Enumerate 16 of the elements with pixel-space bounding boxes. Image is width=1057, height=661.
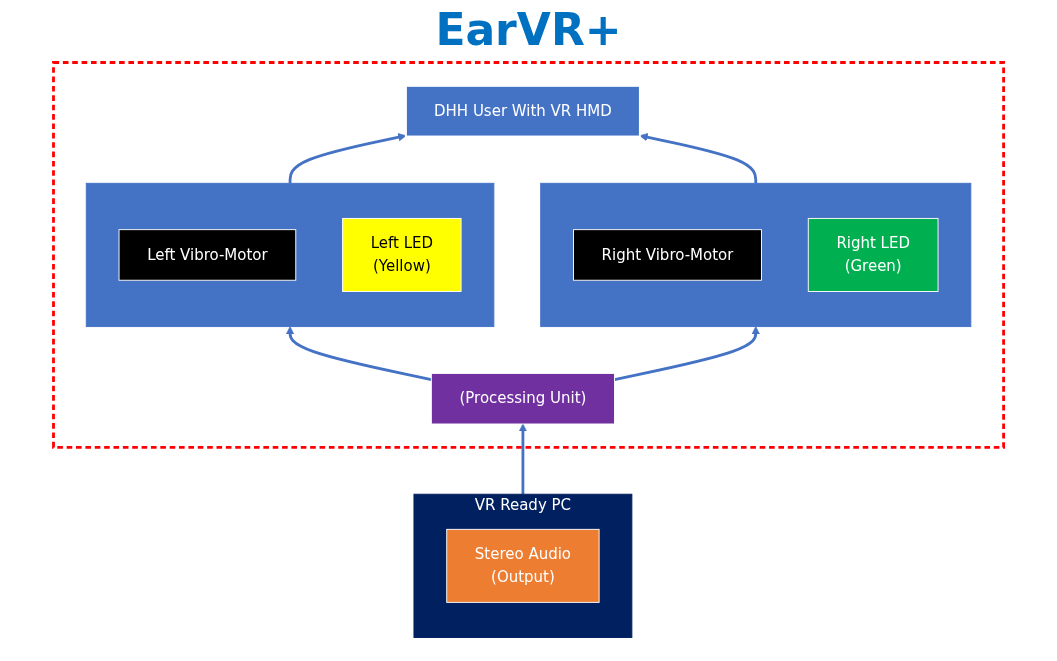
node-box: (Processing Unit) [430,372,615,425]
node-box: Left Vibro-Motor [118,229,297,281]
node-box: DHH User With VR HMD [405,84,641,138]
diagram-title: EarVR+ [434,4,623,55]
node-box: Left LED (Yellow) [342,217,462,292]
arrow [614,326,760,381]
arrow [288,133,407,184]
cluster [52,61,1005,449]
cluster [85,182,495,328]
arrow [518,423,527,495]
arrow [639,133,758,184]
cluster [540,182,972,328]
node-box: Stereo Audio (Output) [446,528,600,603]
node-box: Right LED (Green) [807,217,939,292]
arrow [285,326,432,381]
node-box: Right Vibro-Motor [572,229,762,281]
